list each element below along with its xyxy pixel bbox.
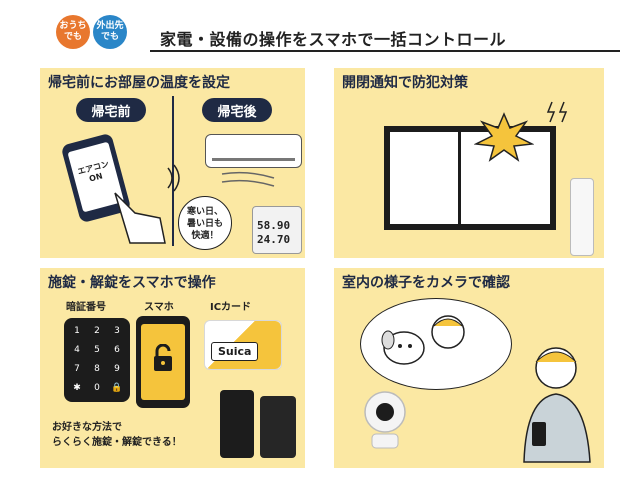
key-9[interactable]: 9 xyxy=(114,364,120,374)
child-illustration xyxy=(431,315,465,349)
panel-camera: 室内の様子をカメラで確認 xyxy=(334,268,604,468)
air-conditioner-illustration xyxy=(205,134,302,168)
alert-burst-icon xyxy=(474,112,534,162)
key-2[interactable]: 2 xyxy=(94,326,100,336)
label-after-home: 帰宅後 xyxy=(202,98,272,122)
badge-outside: 外出先 でも xyxy=(93,15,127,49)
key-0[interactable]: 0 xyxy=(94,383,100,393)
key-8[interactable]: 8 xyxy=(94,364,100,374)
smart-lock-device-2 xyxy=(260,396,296,458)
key-star[interactable]: ✱ xyxy=(73,383,81,393)
panel-camera-title: 室内の様子をカメラで確認 xyxy=(342,275,510,291)
vibration-icon xyxy=(546,101,568,123)
key-4[interactable]: 4 xyxy=(74,345,80,355)
window-sash xyxy=(458,132,551,224)
pin-keypad: 1 2 3 4 5 6 7 8 9 ✱ 0 🔒 xyxy=(64,318,130,402)
ic-card-label: ICカード xyxy=(210,302,252,313)
door-sensor xyxy=(570,178,594,256)
suica-label: Suica xyxy=(211,342,259,361)
pin-label: 暗証番号 xyxy=(66,302,106,313)
phone-label: スマホ xyxy=(144,302,174,313)
page-title: 家電・設備の操作をスマホで一括コントロール xyxy=(160,30,507,49)
badge-home: おうち でも xyxy=(56,15,90,49)
person-with-phone-illustration xyxy=(523,347,591,463)
lock-caption-line1: お好きな方法で xyxy=(52,422,122,433)
key-lock-icon[interactable]: 🔒 xyxy=(111,383,123,393)
thermo-hygrometer: 58.90 24.70 xyxy=(252,206,302,254)
smart-lock-device-1 xyxy=(220,390,254,458)
ac-vent xyxy=(212,158,295,161)
key-7[interactable]: 7 xyxy=(74,364,80,374)
panel-temperature-title: 帰宅前にお部屋の温度を設定 xyxy=(48,75,230,91)
panel-divider xyxy=(172,96,174,246)
ic-card: Suica xyxy=(204,320,282,370)
hand-icon xyxy=(114,192,166,244)
signal-waves-icon xyxy=(167,164,180,192)
meter-reading-bottom: 24.70 xyxy=(257,233,291,246)
panel-temperature: 帰宅前にお部屋の温度を設定 帰宅前 帰宅後 エアコン ON 寒い日、 暑い日も … xyxy=(40,68,305,258)
lock-phone-screen xyxy=(141,324,185,400)
dog-illustration xyxy=(381,330,425,365)
key-6[interactable]: 6 xyxy=(114,345,120,355)
key-3[interactable]: 3 xyxy=(114,326,120,336)
camera-device-icon xyxy=(364,391,406,449)
panel-lock-title: 施錠・解錠をスマホで操作 xyxy=(48,275,216,291)
key-5[interactable]: 5 xyxy=(94,345,100,355)
panel-security: 開閉通知で防犯対策 xyxy=(334,68,604,258)
panel-security-title: 開閉通知で防犯対策 xyxy=(342,75,468,91)
lock-phone-illustration xyxy=(136,316,190,408)
meter-reading-top: 58.90 xyxy=(257,219,291,232)
key-1[interactable]: 1 xyxy=(74,326,80,336)
lock-caption-line2: らくらく施錠・解錠できる！ xyxy=(52,437,182,448)
padlock-icon xyxy=(154,344,172,371)
title-underline xyxy=(150,50,620,52)
airflow-icon xyxy=(221,171,275,187)
label-before-home: 帰宅前 xyxy=(76,98,146,122)
panel-lock: 施錠・解錠をスマホで操作 暗証番号 スマホ ICカード 1 2 3 4 5 6 … xyxy=(40,268,305,468)
comfort-bubble: 寒い日、 暑い日も 快適！ xyxy=(178,196,232,250)
